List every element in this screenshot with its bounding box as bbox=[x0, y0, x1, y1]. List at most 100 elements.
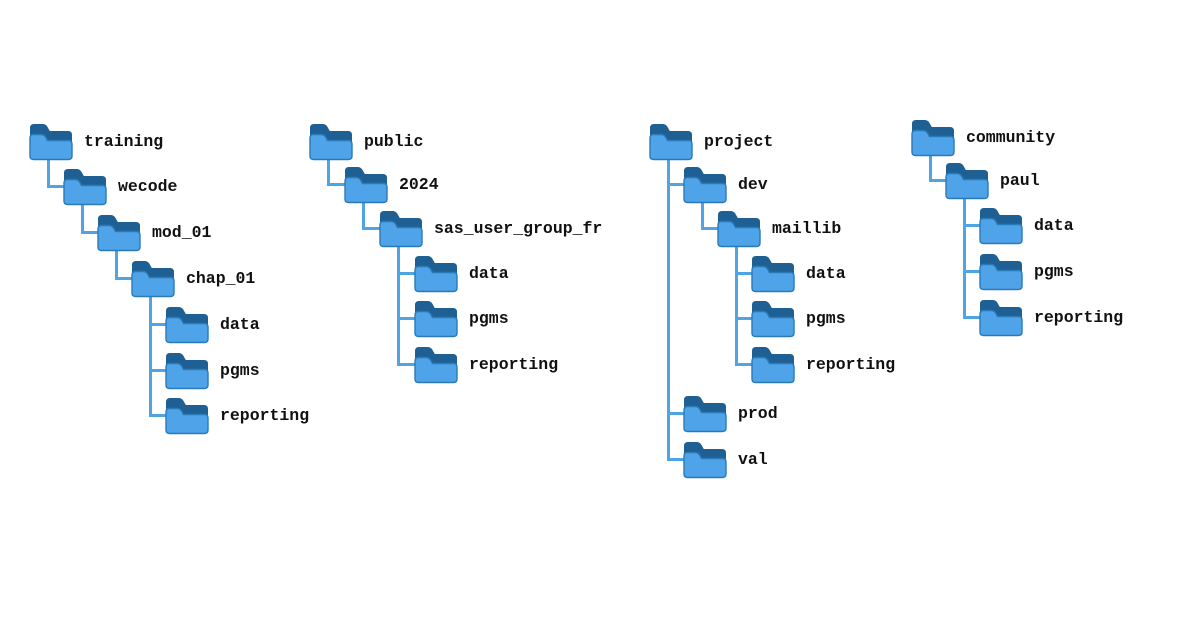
folder-label: pgms bbox=[1034, 261, 1074, 281]
connector-line bbox=[397, 238, 400, 366]
folder-node-data: data bbox=[750, 253, 846, 293]
connector-line bbox=[929, 147, 932, 182]
folder-icon bbox=[413, 344, 459, 384]
folder-icon bbox=[62, 166, 108, 206]
folder-icon bbox=[308, 121, 354, 161]
folder-label: project bbox=[704, 131, 774, 151]
folder-icon bbox=[164, 395, 210, 435]
folder-label: pgms bbox=[220, 360, 260, 380]
folder-node-project: project bbox=[648, 121, 773, 161]
connector-line bbox=[115, 242, 118, 280]
folder-icon bbox=[978, 297, 1024, 337]
connector-line bbox=[735, 317, 752, 320]
folder-icon bbox=[750, 253, 796, 293]
folder-icon bbox=[378, 208, 424, 248]
folder-icon bbox=[978, 251, 1024, 291]
folder-node-community: community bbox=[910, 117, 1055, 157]
folder-node-pgms: pgms bbox=[413, 298, 509, 338]
folder-icon bbox=[164, 350, 210, 390]
folder-label: community bbox=[966, 127, 1056, 147]
folder-node-data: data bbox=[413, 253, 509, 293]
folder-label: prod bbox=[738, 403, 778, 423]
folder-node-wecode: wecode bbox=[62, 166, 177, 206]
connector-line bbox=[735, 363, 752, 366]
folder-label: dev bbox=[738, 174, 768, 194]
connector-line bbox=[47, 151, 50, 188]
folder-node-training: training bbox=[28, 121, 163, 161]
folder-icon bbox=[682, 164, 728, 204]
folder-node-chap-01: chap_01 bbox=[130, 258, 255, 298]
connector-line bbox=[963, 270, 980, 273]
connector-line bbox=[149, 414, 166, 417]
folder-icon bbox=[944, 160, 990, 200]
folder-node-pgms: pgms bbox=[750, 298, 846, 338]
connector-line bbox=[701, 194, 704, 230]
folder-label: maillib bbox=[772, 218, 842, 238]
connector-line bbox=[81, 196, 84, 234]
connector-line bbox=[149, 288, 152, 417]
folder-icon bbox=[682, 393, 728, 433]
folder-icon bbox=[682, 439, 728, 479]
folder-node-dev: dev bbox=[682, 164, 768, 204]
connector-line bbox=[397, 272, 415, 275]
connector-line bbox=[397, 363, 415, 366]
folder-label: reporting bbox=[220, 405, 310, 425]
folder-node-data: data bbox=[164, 304, 260, 344]
connector-line bbox=[362, 227, 380, 230]
connector-line bbox=[667, 458, 684, 461]
folder-node-data: data bbox=[978, 205, 1074, 245]
folder-label: wecode bbox=[118, 176, 178, 196]
folder-icon bbox=[28, 121, 74, 161]
folder-label: reporting bbox=[806, 354, 896, 374]
folder-node-val: val bbox=[682, 439, 768, 479]
connector-line bbox=[667, 151, 670, 461]
folder-node-reporting: reporting bbox=[750, 344, 895, 384]
connector-line bbox=[47, 185, 64, 188]
connector-line bbox=[963, 224, 980, 227]
connector-line bbox=[963, 316, 980, 319]
folder-label: data bbox=[806, 263, 846, 283]
connector-line bbox=[667, 412, 684, 415]
folder-label: 2024 bbox=[399, 174, 439, 194]
folder-icon bbox=[648, 121, 694, 161]
folder-label: val bbox=[738, 449, 768, 469]
folder-label: public bbox=[364, 131, 424, 151]
folder-label: data bbox=[469, 263, 509, 283]
connector-line bbox=[735, 272, 752, 275]
folder-icon bbox=[413, 298, 459, 338]
folder-label: pgms bbox=[806, 308, 846, 328]
folder-label: paul bbox=[1000, 170, 1040, 190]
folder-icon bbox=[164, 304, 210, 344]
connector-line bbox=[929, 179, 946, 182]
folder-node-prod: prod bbox=[682, 393, 778, 433]
connector-line bbox=[397, 317, 415, 320]
connector-line bbox=[115, 277, 132, 280]
folder-node-reporting: reporting bbox=[978, 297, 1123, 337]
folder-node-public: public bbox=[308, 121, 423, 161]
folder-node-sas-user-group-fr: sas_user_group_fr bbox=[378, 208, 602, 248]
connector-line bbox=[667, 183, 684, 186]
folder-node-2024: 2024 bbox=[343, 164, 439, 204]
connector-line bbox=[735, 238, 738, 366]
connector-line bbox=[963, 190, 966, 319]
folder-label: reporting bbox=[1034, 307, 1124, 327]
folder-node-pgms: pgms bbox=[978, 251, 1074, 291]
folder-node-reporting: reporting bbox=[164, 395, 309, 435]
folder-icon bbox=[716, 208, 762, 248]
connector-line bbox=[701, 227, 718, 230]
folder-node-maillib: maillib bbox=[716, 208, 841, 248]
folder-icon bbox=[978, 205, 1024, 245]
connector-line bbox=[81, 231, 98, 234]
connector-line bbox=[149, 323, 166, 326]
connector-line bbox=[362, 194, 365, 230]
folder-icon bbox=[750, 344, 796, 384]
folder-node-mod-01: mod_01 bbox=[96, 212, 211, 252]
folder-label: chap_01 bbox=[186, 268, 256, 288]
folder-node-reporting: reporting bbox=[413, 344, 558, 384]
folder-icon bbox=[343, 164, 389, 204]
folder-icon bbox=[130, 258, 176, 298]
folder-icon bbox=[96, 212, 142, 252]
folder-label: data bbox=[220, 314, 260, 334]
folder-node-paul: paul bbox=[944, 160, 1040, 200]
